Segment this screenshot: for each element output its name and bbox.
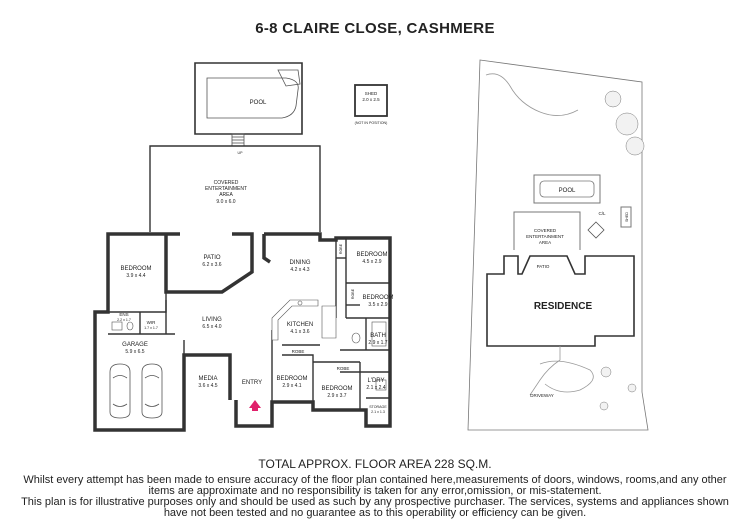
site-shed-label: SHED — [625, 212, 629, 222]
robe1-name: ROBE — [339, 243, 343, 254]
ldry-dims: 2.1 x 2.4 — [366, 385, 385, 391]
robe4-name: ROBE — [337, 366, 350, 371]
storage-name: STORAGE — [369, 405, 387, 409]
dining-name: DINING — [290, 260, 311, 266]
ens-dims: 2.2 x 1.7 — [117, 318, 131, 322]
dining-dims: 4.2 x 4.3 — [290, 267, 309, 273]
site-pool-label: POOL — [559, 188, 576, 194]
room-labels: BEDROOM 3.9 x 4.4 PATIO 6.2 x 3.6 DINING… — [117, 243, 393, 414]
disclaimer: Whilst every attempt has been made to en… — [20, 475, 730, 519]
bedroom2-dims: 4.5 x 2.9 — [362, 259, 381, 265]
site-driveway-label: DRIVEWAY — [530, 393, 554, 398]
site-plan: POOL SHED C/L COVERED ENTERTAINMENT AREA… — [467, 59, 649, 431]
kitchen-fixtures — [271, 299, 337, 341]
tree-icon — [600, 366, 612, 378]
covered-label-1: COVERED — [214, 180, 239, 186]
site-covered-2: ENTERTAINMENT — [526, 234, 564, 239]
pool-steps: UP — [231, 133, 245, 155]
disclaimer-line: Whilst every attempt has been made to en… — [23, 474, 727, 486]
site-covered-3: AREA — [539, 240, 551, 245]
covered-entertainment-area: COVERED ENTERTAINMENT AREA 9.0 x 6.0 — [149, 145, 321, 232]
bedroom5-dims: 2.9 x 3.7 — [327, 393, 346, 399]
tree-icon — [615, 112, 639, 136]
wir-dims: 1.7 x 1.7 — [144, 326, 158, 330]
disclaimer-line: have not been tested and no guarantee as… — [163, 507, 587, 519]
tree-icon — [627, 383, 637, 393]
pool-area: POOL — [194, 62, 303, 135]
bath-name: BATH — [370, 333, 386, 339]
garage-cars — [109, 363, 163, 419]
site-cl-label: C/L — [598, 211, 606, 216]
entry-name: ENTRY — [242, 380, 262, 386]
tree-icon — [625, 136, 645, 156]
bath-dims: 2.9 x 1.7 — [368, 340, 387, 346]
total-floor-area: TOTAL APPROX. FLOOR AREA 228 SQ.M. — [258, 457, 492, 471]
bedroom4-dims: 2.9 x 4.1 — [282, 383, 301, 389]
outer-walls — [93, 232, 392, 432]
bath-fixtures — [111, 321, 387, 391]
bedroom2-name: BEDROOM — [356, 252, 387, 258]
bedroom3-name: BEDROOM — [362, 295, 393, 301]
covered-label-2: ENTERTAINMENT — [205, 186, 247, 192]
site-covered-1: COVERED — [534, 228, 557, 233]
garage-name: GARAGE — [122, 342, 148, 348]
media-dims: 3.6 x 4.5 — [198, 383, 217, 389]
covered-dims: 9.0 x 6.0 — [216, 199, 235, 205]
bedroom1-name: BEDROOM — [120, 266, 151, 272]
entry-marker — [249, 400, 261, 411]
site-residence-label: RESIDENCE — [534, 301, 593, 312]
robe2-name: ROBE — [351, 288, 355, 299]
tree-icon — [604, 90, 622, 108]
page-title: 6-8 CLAIRE CLOSE, CASHMERE — [255, 20, 495, 37]
disclaimer-line: This plan is for illustrative purposes o… — [21, 496, 729, 508]
media-name: MEDIA — [198, 376, 217, 382]
robe3-name: ROBE — [292, 349, 305, 354]
wir-name: WIR — [147, 320, 156, 325]
living-dims: 6.5 x 4.0 — [202, 324, 221, 330]
up-label: UP — [238, 151, 244, 155]
kitchen-name: KITCHEN — [287, 322, 313, 328]
ldry-name: L'DRY — [367, 378, 384, 384]
bedroom3-dims: 3.5 x 2.9 — [368, 302, 387, 308]
shed-label: SHED — [365, 91, 378, 96]
garage-dims: 5.9 x 6.5 — [125, 349, 144, 355]
bedroom4-name: BEDROOM — [276, 376, 307, 382]
kitchen-dims: 4.1 x 3.6 — [290, 329, 309, 335]
disclaimer-line: items are approximate and no responsibil… — [148, 485, 602, 497]
bedroom5-name: BEDROOM — [321, 386, 352, 392]
shed-dims: 2.0 x 2.5 — [362, 97, 380, 102]
bedroom1-dims: 3.9 x 4.4 — [126, 273, 145, 279]
patio-name: PATIO — [203, 255, 220, 261]
patio-dims: 6.2 x 3.6 — [202, 262, 221, 268]
interior-walls — [108, 238, 390, 430]
living-name: LIVING — [202, 317, 222, 323]
shed-note: (NOT IN POSITION) — [355, 121, 388, 125]
ens-name: ENS — [119, 312, 128, 317]
tree-icon — [599, 401, 609, 411]
shed: SHED 2.0 x 2.5 (NOT IN POSITION) — [354, 84, 388, 125]
storage-dims: 2.1 x 1.3 — [371, 410, 385, 414]
site-patio-label: PATIO — [537, 264, 550, 269]
covered-label-3: AREA — [219, 192, 233, 198]
pool-label: POOL — [250, 100, 267, 106]
